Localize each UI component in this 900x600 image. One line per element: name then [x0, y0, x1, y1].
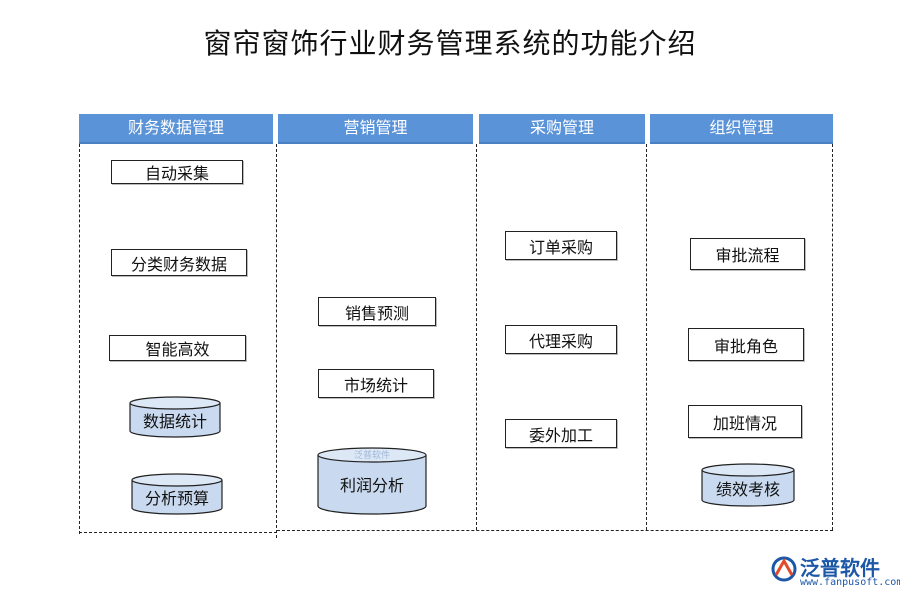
box-agent-purchase: 代理采购	[505, 325, 617, 354]
box-classify-finance-data: 分类财务数据	[111, 249, 247, 276]
cylinder-label: 利润分析	[339, 476, 404, 495]
divider-bottom-1	[79, 532, 277, 533]
box-order-purchase: 订单采购	[505, 231, 617, 260]
column-header-purchasing: 采购管理	[479, 114, 645, 144]
cylinder-label: 分析预算	[144, 489, 209, 508]
cylinder-profit-analysis: 泛普软件 利润分析	[317, 447, 427, 515]
box-approval-flow: 审批流程	[690, 238, 805, 270]
watermark-text: 泛普软件	[353, 451, 390, 461]
box-smart-efficient: 智能高效	[109, 335, 246, 361]
box-sales-forecast: 销售预测	[318, 297, 436, 326]
page-title: 窗帘窗饰行业财务管理系统的功能介绍	[203, 27, 697, 60]
logo-url-text: www.fanpusoft.com	[800, 577, 900, 588]
brand-logo: 泛普软件 www.fanpusoft.com	[770, 552, 900, 592]
divider-right	[832, 144, 833, 530]
divider-1	[276, 144, 277, 538]
divider-2	[476, 144, 477, 530]
box-approval-role: 审批角色	[688, 328, 804, 361]
column-header-organization: 组织管理	[650, 114, 833, 144]
cylinder-label: 数据统计	[142, 412, 207, 431]
cylinder-label: 绩效考核	[715, 480, 780, 499]
cylinder-data-statistics: 数据统计	[129, 396, 221, 438]
box-overtime: 加班情况	[688, 405, 802, 438]
column-header-marketing: 营销管理	[278, 114, 473, 144]
box-market-statistics: 市场统计	[318, 369, 434, 398]
divider-3	[646, 144, 647, 530]
logo-mark-icon	[771, 556, 797, 582]
divider-bottom-2	[277, 530, 833, 531]
cylinder-performance-review: 绩效考核	[701, 463, 795, 507]
box-auto-collect: 自动采集	[111, 160, 243, 184]
logo-brand-text: 泛普软件	[800, 556, 880, 580]
box-outsourced-processing: 委外加工	[505, 419, 617, 448]
divider-left	[79, 144, 80, 534]
column-header-finance: 财务数据管理	[79, 114, 273, 144]
cylinder-analysis-budget: 分析预算	[131, 473, 223, 515]
